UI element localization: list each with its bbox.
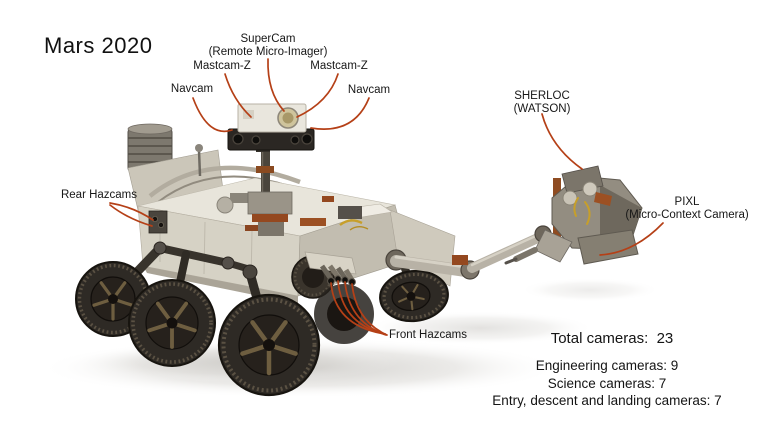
label-supercam-line2: (Remote Micro-Imager) <box>208 45 328 58</box>
arm-turret <box>504 165 643 265</box>
mastcam-right-lens <box>290 135 300 145</box>
callout-line-sherloc <box>541 113 583 170</box>
callout-line-mastcam-right <box>296 73 339 118</box>
page-title: Mars 2020 <box>44 33 153 58</box>
label-pixl-line1: PIXL <box>674 196 700 208</box>
label-sherloc-line1: SHERLOC <box>514 90 570 102</box>
wheel-front-right <box>379 269 449 323</box>
label-sherloc-line2: (WATSON) <box>513 102 571 115</box>
stat-science-cameras: Science cameras: 7 <box>547 375 667 391</box>
callout-line-mastcam-left <box>224 73 252 118</box>
label-mastcam-left: Mastcam-Z <box>193 60 251 72</box>
label-supercam: SuperCam (Remote Micro-Imager) <box>209 33 328 58</box>
label-front-hazcams: Front Hazcams <box>389 329 467 341</box>
label-navcam-right: Navcam <box>347 84 391 96</box>
label-pixl-line2: (Micro-Context Camera) <box>625 208 749 221</box>
pixl-unit <box>577 229 639 265</box>
mastcam-left-lens <box>251 135 261 145</box>
stat-engineering-cameras: Engineering cameras: 9 <box>535 358 679 373</box>
wheel-middle-left <box>128 279 216 367</box>
navcam-right-lens <box>301 133 313 145</box>
rear-hazcam-unit <box>148 210 168 234</box>
label-sherloc: SHERLOC (WATSON) <box>514 90 571 115</box>
callout-lines <box>109 58 664 336</box>
front-hazcam-unit <box>304 251 357 286</box>
callout-line-rear-hazcams-b <box>109 204 153 227</box>
rover-mast <box>227 103 315 236</box>
navcam-left-lens <box>232 133 244 145</box>
label-navcam-left: Navcam <box>170 83 214 95</box>
rtg-unit <box>127 123 173 172</box>
mast-camera-head <box>227 103 315 152</box>
stat-total-cameras: Total cameras: 23 <box>550 330 674 347</box>
stat-edl-cameras: Entry, descent and landing cameras: 7 <box>492 393 722 408</box>
callout-line-front-hazcams-3 <box>344 281 387 336</box>
callout-line-navcam-right <box>310 97 370 130</box>
camera-stats: Engineering cameras: 9 Science cameras: … <box>492 357 721 410</box>
label-pixl: PIXL (Micro-Context Camera) <box>625 196 748 221</box>
label-rear-hazcams: Rear Hazcams <box>60 189 138 201</box>
callout-line-rear-hazcams-a <box>109 202 154 221</box>
robotic-arm <box>385 165 643 280</box>
callout-line-pixl <box>599 222 664 256</box>
callout-line-navcam-left <box>192 97 233 133</box>
wheel-front-left <box>217 293 321 397</box>
callout-line-front-hazcams-4 <box>351 283 388 336</box>
label-supercam-line1: SuperCam <box>240 33 296 45</box>
label-mastcam-right: Mastcam-Z <box>310 60 368 72</box>
callout-line-supercam <box>267 58 285 112</box>
